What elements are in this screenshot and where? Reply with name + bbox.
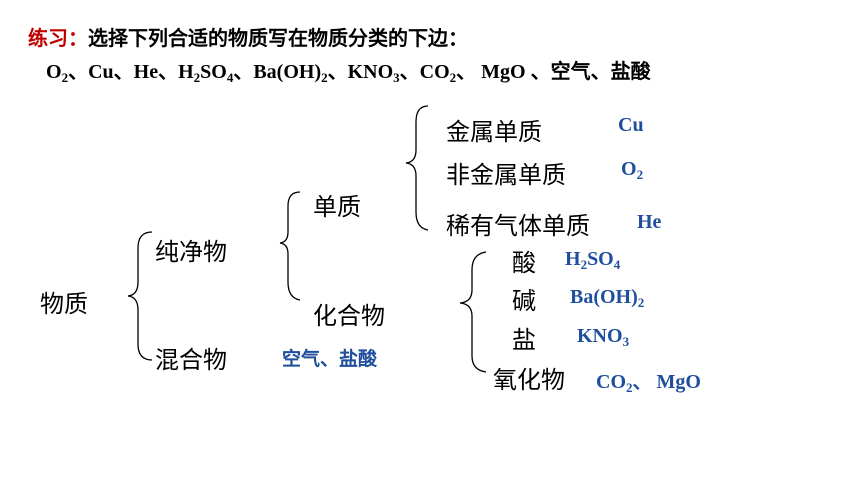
node-compound: 化合物 xyxy=(313,302,385,330)
substance-o2: O2 xyxy=(46,61,69,85)
separator: 、 xyxy=(113,59,134,83)
answer-salt: KNO3 xyxy=(577,325,630,349)
exercise-label: 练习： xyxy=(28,26,88,50)
node-acid: 酸 xyxy=(512,249,536,277)
node-oxide: 氧化物 xyxy=(493,366,565,394)
answer-oxide: CO2、 MgO xyxy=(596,371,701,395)
substance-co2: CO2 xyxy=(419,61,457,85)
node-pure-substance: 纯净物 xyxy=(155,238,227,266)
answer-noble-gas: He xyxy=(637,211,662,233)
brace-element xyxy=(405,105,429,231)
substance-cu: Cu xyxy=(88,61,114,83)
substance-kno3: KNO3 xyxy=(347,61,400,85)
substance-hcl: 盐酸 xyxy=(610,59,651,83)
substance-list: O2、Cu、He、H2SO4、Ba(OH)2、KNO3、CO2、 MgO 、空气… xyxy=(46,55,651,84)
answer-nonmetal: O2 xyxy=(621,158,644,182)
substance-mgo: MgO xyxy=(481,61,526,83)
substance-he: He xyxy=(133,61,159,83)
node-noble-gas-element: 稀有气体单质 xyxy=(446,212,590,240)
node-mixture: 混合物 xyxy=(155,346,227,374)
separator: 、 xyxy=(590,59,611,83)
separator: 、 xyxy=(68,59,89,83)
brace-compound xyxy=(459,251,487,373)
node-nonmetal-element: 非金属单质 xyxy=(446,161,566,189)
substance-air: 空气 xyxy=(550,59,591,83)
substance-baoh2: Ba(OH)2 xyxy=(253,61,328,85)
node-base: 碱 xyxy=(512,287,536,315)
separator: 、 xyxy=(327,59,348,83)
node-salt: 盐 xyxy=(512,326,536,354)
substance-h2so4: H2SO4 xyxy=(178,61,234,85)
node-element: 单质 xyxy=(313,193,361,221)
exercise-header: 练习：选择下列合适的物质写在物质分类的下边： xyxy=(28,22,468,51)
answer-metal: Cu xyxy=(618,114,644,136)
node-metal-element: 金属单质 xyxy=(446,118,542,146)
answer-base: Ba(OH)2 xyxy=(570,286,645,310)
brace-root xyxy=(127,231,153,361)
separator: 、 xyxy=(456,59,477,83)
separator: 、 xyxy=(158,59,179,83)
exercise-instruction: 选择下列合适的物质写在物质分类的下边： xyxy=(88,26,468,50)
separator: 、 xyxy=(233,59,254,83)
answer-acid: H2SO4 xyxy=(565,248,621,272)
separator: 、 xyxy=(399,59,420,83)
answer-mixture: 空气、盐酸 xyxy=(282,348,378,370)
brace-pure xyxy=(279,191,301,301)
separator: 、 xyxy=(530,59,551,83)
node-matter: 物质 xyxy=(40,290,88,318)
